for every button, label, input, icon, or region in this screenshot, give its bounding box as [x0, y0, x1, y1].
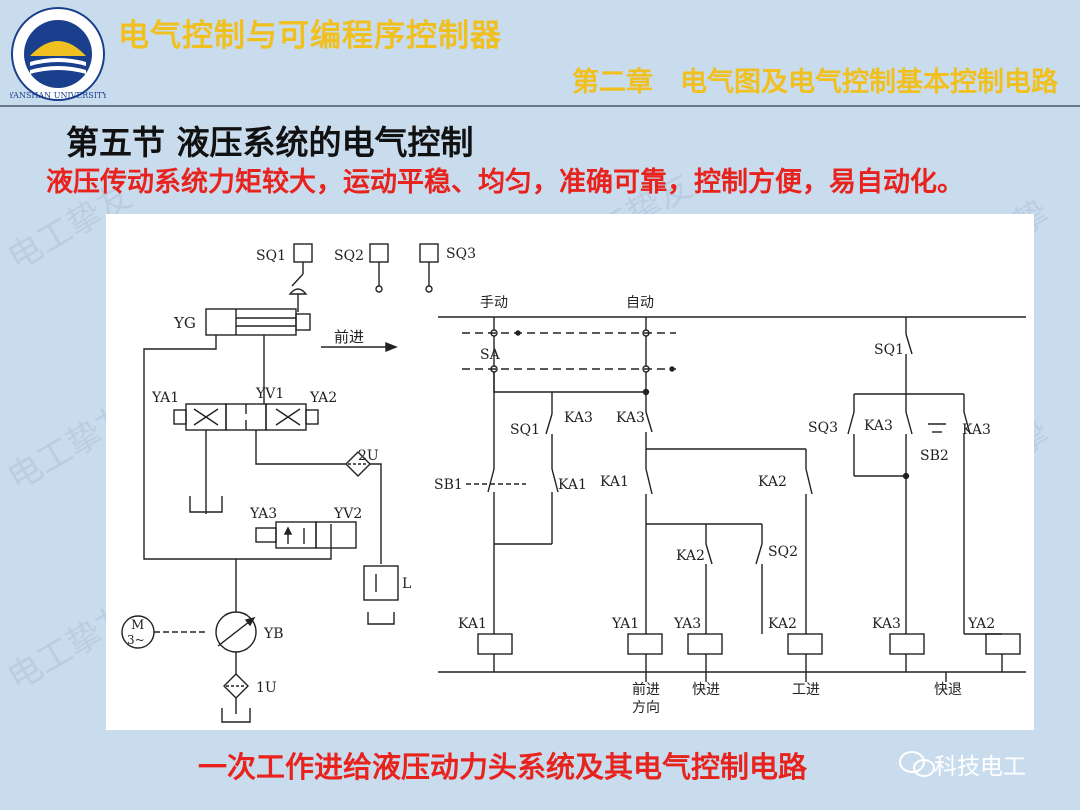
hydraulic-schematic: SQ1 SQ2 SQ3: [121, 243, 476, 723]
svg-text:前进: 前进: [334, 328, 364, 346]
svg-text:SB2: SB2: [920, 448, 949, 464]
pushbutton-sb2: SB2: [920, 423, 949, 464]
svg-text:KA3: KA3: [564, 410, 593, 426]
pump-yb: YB: [215, 559, 284, 674]
wechat-icon: [899, 751, 935, 777]
svg-text:SB1: SB1: [434, 477, 463, 493]
valve-yv1: YA1 YV1 YA2: [151, 386, 337, 431]
contact-ka3-d: KA3: [962, 394, 991, 634]
svg-text:YG: YG: [173, 314, 196, 332]
svg-text:自动: 自动: [626, 295, 654, 311]
svg-text:M: M: [131, 618, 144, 633]
svg-text:KA3: KA3: [616, 410, 645, 426]
university-logo: YANSHAN UNIVERSITY: [10, 7, 106, 101]
header: YANSHAN UNIVERSITY 电气控制与可编程序控制器 第二章 电气图及…: [0, 0, 1080, 108]
svg-text:KA2: KA2: [768, 616, 797, 632]
svg-text:SQ3: SQ3: [446, 246, 476, 262]
coil-ka3: KA3: [872, 616, 925, 672]
coil-ya2: YA2: [964, 616, 1021, 672]
contact-sq1-top: SQ1: [874, 317, 913, 394]
header-divider: [0, 105, 1080, 107]
svg-text:YA2: YA2: [309, 390, 337, 406]
filter-2u: 2U: [345, 448, 382, 564]
svg-text:YB: YB: [263, 626, 284, 642]
function-forward: 前进: [632, 681, 660, 698]
svg-text:KA3: KA3: [864, 418, 893, 434]
svg-text:YA1: YA1: [151, 390, 179, 406]
svg-text:SQ1: SQ1: [874, 342, 904, 358]
contact-ka2-b: KA2: [676, 524, 713, 634]
motor-m: M 3~: [121, 615, 206, 649]
filter-1u: 1U: [221, 673, 277, 723]
contact-sq1: SQ1: [510, 404, 553, 449]
contact-ka2-a: KA2: [758, 449, 813, 634]
svg-text:YANSHAN UNIVERSITY: YANSHAN UNIVERSITY: [10, 91, 106, 100]
svg-text:SA: SA: [480, 347, 501, 363]
svg-text:KA3: KA3: [962, 422, 991, 438]
subtitle: 液压传动系统力矩较大，运动平稳、均匀，准确可靠，控制方便，易自动化。: [46, 167, 964, 198]
function-fast-forward: 快进: [692, 682, 720, 698]
brand-name: 科技电工: [934, 754, 1026, 780]
svg-text:YA2: YA2: [967, 616, 995, 632]
pushbutton-sb1: SB1: [434, 372, 526, 544]
svg-text:KA2: KA2: [758, 474, 787, 490]
svg-text:SQ2: SQ2: [334, 248, 364, 264]
diagram-caption: 一次工作进给液压动力头系统及其电气控制电路: [198, 750, 808, 784]
contact-sq3: SQ3: [808, 394, 855, 476]
svg-text:KA1: KA1: [458, 616, 487, 632]
coil-ya3: YA3: [673, 616, 723, 672]
contact-ka3-c: KA3: [864, 394, 913, 476]
coil-ka1: KA1: [458, 616, 513, 672]
svg-text:YA3: YA3: [673, 616, 701, 632]
svg-text:YV1: YV1: [255, 386, 284, 402]
coil-ya1: YA1: [611, 616, 663, 672]
contact-ka1-b: KA1: [600, 449, 653, 634]
svg-text:YA1: YA1: [611, 616, 639, 632]
svg-text:YA3: YA3: [249, 506, 277, 522]
svg-text:SQ1: SQ1: [256, 248, 286, 264]
svg-text:KA3: KA3: [872, 616, 901, 632]
svg-text:3~: 3~: [127, 633, 145, 647]
svg-text:1U: 1U: [256, 680, 277, 696]
svg-text:L: L: [402, 576, 411, 592]
cylinder-yg: YG: [173, 308, 311, 336]
selector-switch-sa: 手动 自动 SA: [462, 295, 676, 373]
svg-text:KA1: KA1: [558, 477, 587, 493]
limit-switch-sq2: SQ2: [334, 243, 389, 293]
svg-text:SQ3: SQ3: [808, 420, 838, 436]
function-fast-return: 快退: [934, 682, 962, 698]
contact-ka3-b: KA3: [616, 404, 653, 449]
circuit-diagram: SQ1 SQ2 SQ3: [106, 214, 1034, 730]
pressure-relay-l: L: [363, 565, 411, 625]
limit-switch-sq1: SQ1: [256, 243, 313, 287]
svg-text:2U: 2U: [358, 448, 379, 464]
electrical-schematic: 手动 自动 SA: [434, 295, 1026, 716]
function-work-feed: 工进: [792, 682, 820, 698]
section-title: 第五节 液压系统的电气控制: [66, 123, 474, 162]
course-title: 电气控制与可编程序控制器: [118, 18, 502, 54]
coil-ka2: KA2: [768, 616, 823, 672]
contact-ka3-a: KA3: [564, 410, 593, 426]
function-direction: 方向: [632, 700, 660, 716]
svg-text:KA2: KA2: [676, 548, 705, 564]
svg-text:KA1: KA1: [600, 474, 629, 490]
limit-switch-sq3: SQ3: [419, 243, 476, 293]
contact-ka1-a: KA1: [551, 449, 587, 544]
svg-text:SQ2: SQ2: [768, 544, 798, 560]
svg-text:SQ1: SQ1: [510, 422, 540, 438]
valve-yv2: YA3 YV2: [249, 506, 362, 549]
svg-text:YV2: YV2: [333, 506, 362, 522]
svg-text:手动: 手动: [480, 295, 508, 311]
chapter-title: 第二章 电气图及电气控制基本控制电路: [572, 67, 1058, 98]
contact-sq2: SQ2: [755, 524, 798, 634]
